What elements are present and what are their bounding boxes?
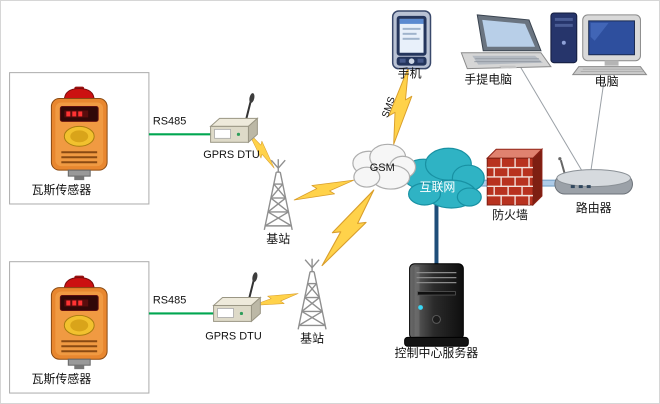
desktop-pc-icon (550, 12, 648, 76)
gas-sensor-icon-1 (50, 85, 109, 182)
gprs-dtu-label-2: GPRS DTU (205, 330, 262, 342)
gprs-dtu-icon-1 (209, 91, 259, 144)
firewall-icon (486, 148, 544, 207)
internet-cloud-label: 互联网 (420, 180, 456, 194)
laptop-icon (460, 14, 552, 70)
desktop-pc-label: 电脑 (595, 75, 619, 89)
base-station-label-1: 基站 (266, 232, 290, 246)
gas-sensor-label-1: 瓦斯传感器 (31, 182, 91, 197)
laptop-label: 手提电脑 (464, 72, 512, 87)
gsm-cloud-label: GSM (370, 162, 395, 174)
rs485-label-1: RS485 (153, 115, 186, 127)
internet-cloud (402, 147, 485, 209)
gsm-cloud (352, 143, 417, 190)
base-station-label-2: 基站 (300, 331, 324, 345)
gprs-dtu-icon-2 (212, 270, 262, 323)
gprs-dtu-label-1: GPRS DTU (203, 149, 260, 161)
router-desktop-link (590, 76, 606, 173)
gas-sensor-label-2: 瓦斯传感器 (31, 371, 91, 386)
router-laptop-link (518, 64, 584, 173)
rs485-label-2: RS485 (153, 294, 186, 306)
gas-sensor-icon-2 (50, 274, 109, 371)
mobile-phone-label: 手机 (398, 67, 422, 81)
mobile-phone-icon (391, 10, 432, 70)
lightning-station1-gsm (291, 172, 357, 207)
base-station-icon-2 (297, 258, 327, 331)
router-label: 路由器 (576, 200, 612, 215)
base-station-icon-1 (263, 158, 293, 231)
server-label: 控制中心服务器 (395, 345, 479, 360)
router-icon (554, 157, 633, 195)
lightning-gsm-station2 (313, 183, 385, 273)
firewall-label: 防火墙 (492, 207, 528, 222)
server-icon (404, 263, 469, 347)
